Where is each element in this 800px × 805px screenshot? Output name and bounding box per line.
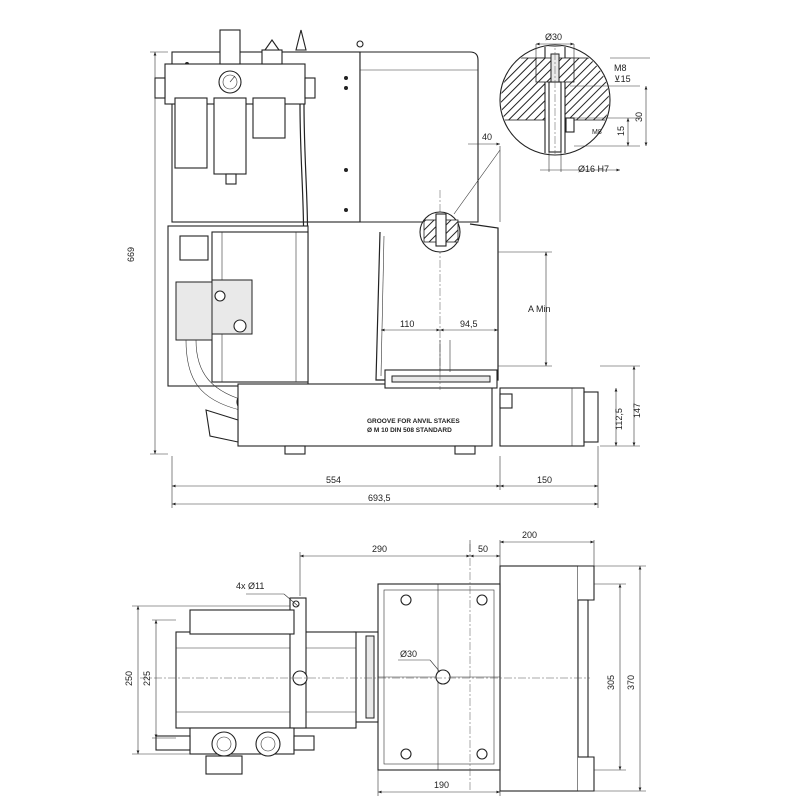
detail-dia-30: Ø30 [545,32,562,42]
machine-base [237,383,493,447]
punch-detail-view: Ø30 M8 ⊻15 15 30 M8 Ø16 H7 [499,32,650,174]
dim-200: 200 [522,530,537,540]
dim-190: 190 [434,780,449,790]
dim-110: 110 [400,319,414,329]
dim-4x-dia-11: 4x Ø11 [236,581,264,591]
center-bore [435,669,451,685]
cylinder-top [189,609,295,635]
dim-693-5: 693,5 [368,493,391,503]
body-top [175,631,357,729]
mounting-hole [400,748,412,760]
dim-a-min: A Min [528,304,551,314]
groove-note-line2: Ø M 10 DIN 508 STANDARD [367,427,452,434]
air-filter-regulator-unit [154,29,316,185]
dim-dia-30-top: Ø30 [400,649,417,659]
detail-depth-15: ⊻15 [614,74,631,84]
dim-94-5: 94,5 [460,319,478,329]
mounting-hole [476,748,488,760]
dim-250: 250 [124,671,134,686]
dim-150: 150 [537,475,552,485]
dim-669: 669 [126,247,136,262]
dim-112-5: 112,5 [614,408,624,430]
detail-m8-thread: M8 [614,63,627,73]
dim-225: 225 [142,671,152,686]
upper-housing-right [359,51,479,223]
mounting-hole [476,594,488,606]
dim-370: 370 [626,675,636,690]
detail-dim-15: 15 [616,126,626,136]
dim-290: 290 [372,544,387,554]
valve-block [175,281,213,341]
dim-305: 305 [606,675,616,690]
detail-m8-small: M8 [592,129,602,136]
mounting-hole [400,594,412,606]
detail-bore-16-h7: Ø16 H7 [578,164,609,174]
lifting-eye [295,29,307,51]
dim-554: 554 [326,475,341,485]
top-view: 290 50 200 4x Ø11 Ø30 250 225 305 370 [124,530,646,796]
detail-dim-30: 30 [634,112,644,122]
guard-frame [375,223,499,381]
dim-50: 50 [478,544,488,554]
dim-40: 40 [482,132,492,142]
side-view: GROOVE FOR ANVIL STAKES Ø M 10 DIN 508 S… [126,29,642,508]
groove-note-line1: GROOVE FOR ANVIL STAKES [367,418,460,425]
dim-147: 147 [632,403,642,418]
drive-motor [499,387,585,447]
pneumatic-cylinder [167,225,309,411]
motor-top [499,565,579,792]
